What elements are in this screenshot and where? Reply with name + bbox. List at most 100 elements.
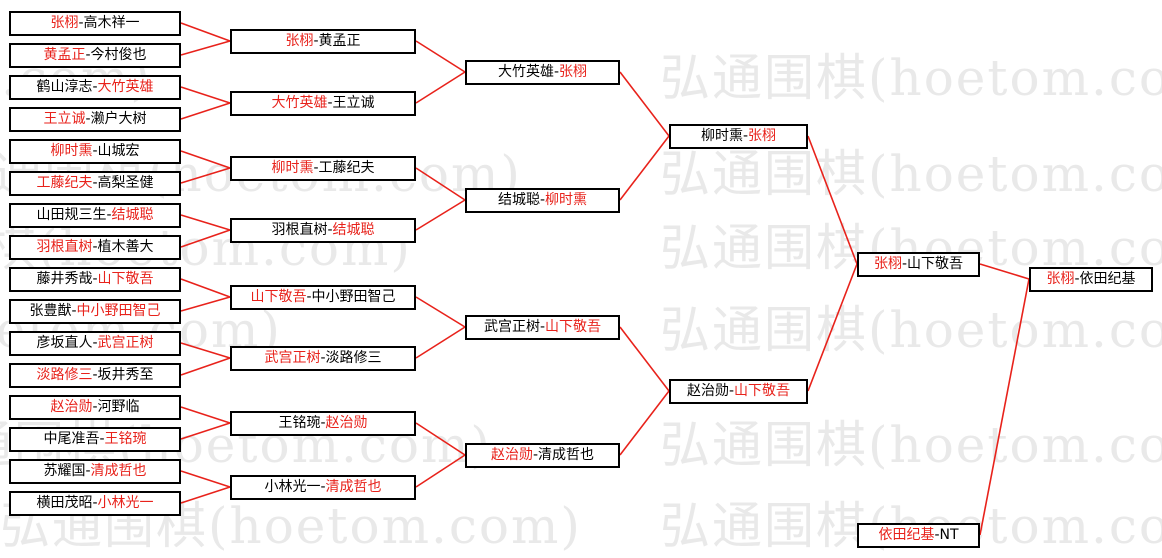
connector-line — [180, 167, 231, 184]
player-left: 大竹英雄 — [271, 95, 328, 111]
player-right: 今村俊也 — [90, 47, 147, 63]
player-right: 大竹英雄 — [97, 79, 154, 95]
round3-match-box: 武宫正树-山下敬吾 — [465, 314, 620, 340]
player-left: 淡路修三 — [36, 367, 93, 383]
player-right: 武宫正树 — [97, 335, 154, 351]
player-left: 王立诚 — [43, 111, 86, 127]
round2-match-box: 张栩-黄孟正 — [230, 28, 416, 54]
round2-match-box: 武宫正树-淡路修三 — [230, 345, 416, 371]
connector-line — [180, 486, 231, 504]
player-right: 清成哲也 — [325, 479, 382, 495]
player-right: 清成哲也 — [538, 447, 595, 463]
player-right: NT — [939, 527, 959, 543]
player-right: 清成哲也 — [90, 463, 147, 479]
player-right: 柳时熏 — [545, 192, 588, 208]
player-right: 高梨圣健 — [97, 175, 154, 191]
player-left: 中尾准吾 — [43, 431, 100, 447]
separator: - — [553, 64, 560, 80]
separator: - — [313, 33, 319, 49]
player-right: 山下敬吾 — [545, 319, 602, 335]
separator: - — [327, 222, 333, 238]
round4-match-box: 赵治勋-山下敬吾 — [669, 378, 808, 404]
player-right: 中小野田智己 — [76, 303, 161, 319]
connector-line — [415, 40, 466, 73]
player-right: 山下敬吾 — [97, 271, 154, 287]
round2-match-box: 王铭琬-赵治勋 — [230, 410, 416, 436]
round1-match-box: 赵治勋-河野临 — [9, 394, 181, 420]
connector-line — [180, 86, 231, 104]
separator: - — [78, 15, 84, 31]
round1-match-box: 山田规三生-结城聪 — [9, 202, 181, 228]
connector-line — [415, 422, 466, 456]
player-left: 山下敬吾 — [250, 289, 307, 305]
player-left: 依田纪基 — [878, 527, 935, 543]
player-left: 张栩 — [50, 15, 79, 31]
separator: - — [92, 239, 98, 255]
player-right: 王铭琬 — [104, 431, 147, 447]
player-right: 王立诚 — [332, 95, 375, 111]
connector-line — [415, 296, 466, 328]
final-match-box: 张栩-依田纪基 — [1029, 266, 1153, 292]
round2-match-box: 柳时熏-工藤纪夫 — [230, 155, 416, 181]
player-right: 结城聪 — [111, 207, 154, 223]
separator: - — [742, 128, 749, 144]
player-left: 武宫正树 — [264, 350, 321, 366]
player-right: 濑户大树 — [90, 111, 147, 127]
player-left: 赵治勋 — [490, 447, 533, 463]
separator: - — [327, 95, 333, 111]
player-left: 赵治勋 — [50, 399, 93, 415]
player-right: 坂井秀至 — [97, 367, 154, 383]
player-left: 柳时熏 — [700, 128, 743, 144]
player-right: 张栩 — [748, 128, 777, 144]
player-left: 赵治勋 — [686, 383, 729, 399]
round1-match-box: 中尾准吾-王铭琬 — [9, 426, 181, 452]
player-right: 小林光一 — [97, 495, 154, 511]
connector-line — [619, 390, 670, 456]
separator: - — [92, 175, 98, 191]
player-right: 山城宏 — [97, 143, 140, 159]
player-left: 结城聪 — [497, 192, 540, 208]
player-right: 植木善大 — [97, 239, 154, 255]
player-right: 张栩 — [559, 64, 588, 80]
separator: - — [320, 479, 326, 495]
player-left: 张豊猷 — [29, 303, 72, 319]
round1-match-box: 鹤山淳志-大竹英雄 — [9, 74, 181, 100]
round2-match-box: 大竹英雄-王立诚 — [230, 90, 416, 116]
connector-line — [180, 357, 231, 376]
player-right: 高木祥一 — [83, 15, 140, 31]
player-right: 淡路修三 — [325, 350, 382, 366]
separator: - — [92, 143, 98, 159]
separator: - — [85, 47, 91, 63]
player-left: 柳时熏 — [271, 160, 314, 176]
round3-match-box: 结城聪-柳时熏 — [465, 187, 620, 213]
player-right: 黄孟正 — [318, 33, 361, 49]
separator: - — [532, 447, 539, 463]
round5-match-box: 张栩-山下敬吾 — [857, 251, 980, 277]
round5-match-box: 依田纪基-NT — [857, 522, 980, 548]
player-right: 工藤纪夫 — [318, 160, 375, 176]
separator: - — [106, 207, 112, 223]
round2-match-box: 山下敬吾-中小野田智己 — [230, 284, 416, 310]
separator: - — [85, 463, 91, 479]
connector-line — [180, 214, 231, 231]
separator: - — [92, 79, 98, 95]
connector-line — [180, 406, 231, 424]
connector-line — [619, 135, 670, 201]
round1-match-box: 苏耀国-清成哲也 — [9, 458, 181, 484]
separator: - — [92, 495, 98, 511]
connector-line — [180, 296, 231, 312]
connector-line — [415, 454, 466, 488]
player-right: 依田纪基 — [1079, 271, 1136, 287]
round4-match-box: 柳时熏-张栩 — [669, 123, 808, 149]
player-left: 苏耀国 — [43, 463, 86, 479]
player-left: 羽根直树 — [271, 222, 328, 238]
separator: - — [901, 256, 908, 272]
connector-line — [979, 278, 1030, 536]
connector-line — [415, 199, 466, 231]
separator: - — [934, 527, 940, 543]
separator: - — [99, 431, 105, 447]
round3-match-box: 赵治勋-清成哲也 — [465, 442, 620, 468]
separator: - — [92, 367, 98, 383]
connector-line — [180, 40, 231, 56]
